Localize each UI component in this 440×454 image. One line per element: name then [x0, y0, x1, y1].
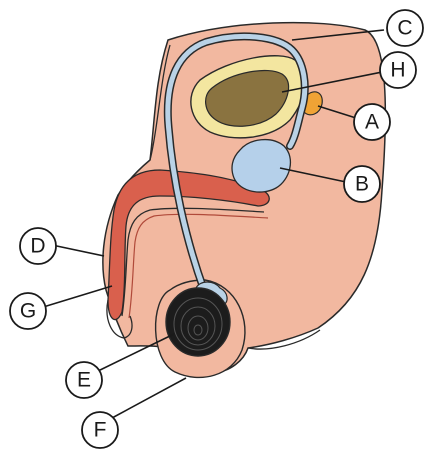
leader-d: [52, 245, 104, 256]
label-e: E: [66, 362, 102, 398]
label-c: C: [387, 10, 423, 46]
svg-text:E: E: [77, 369, 91, 392]
label-f: F: [82, 412, 118, 448]
svg-text:B: B: [355, 173, 369, 196]
label-a: A: [354, 104, 390, 140]
leader-f: [112, 378, 186, 418]
svg-text:H: H: [390, 59, 405, 82]
leader-g: [40, 286, 112, 308]
svg-text:C: C: [397, 17, 412, 40]
label-d: D: [20, 228, 56, 264]
label-h: H: [380, 52, 416, 88]
svg-text:A: A: [365, 111, 379, 134]
label-b: B: [344, 166, 380, 202]
svg-text:F: F: [94, 419, 107, 442]
label-g: G: [10, 293, 46, 329]
svg-text:D: D: [30, 235, 45, 258]
svg-text:G: G: [20, 300, 36, 323]
